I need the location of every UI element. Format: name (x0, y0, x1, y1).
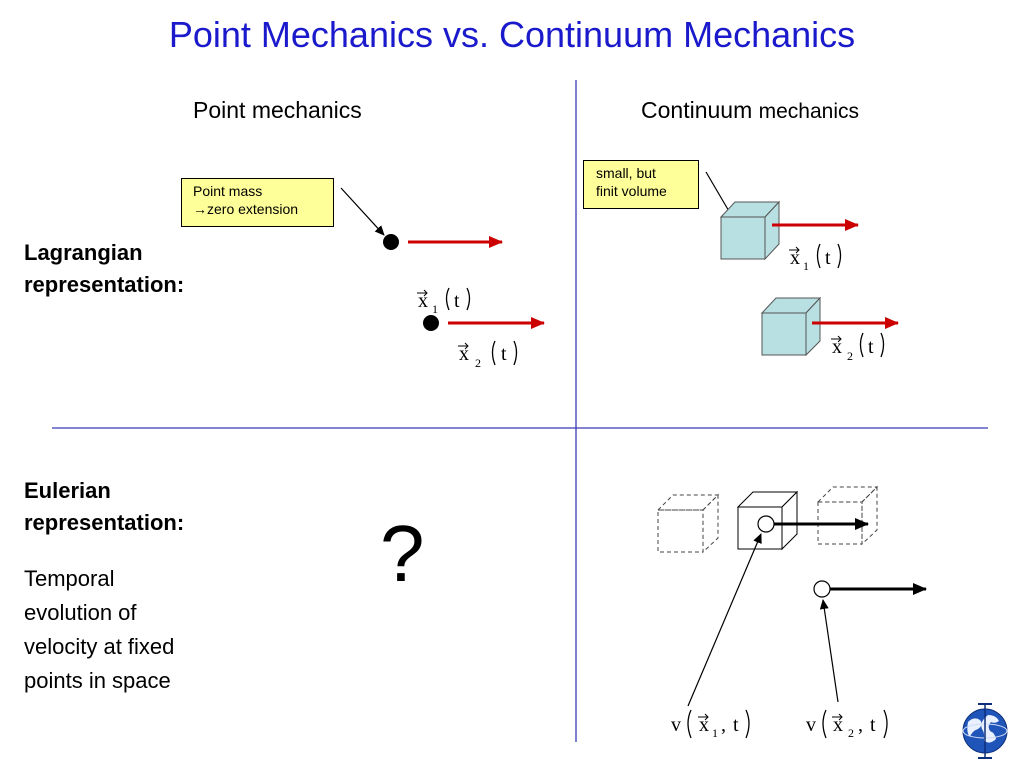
math-var: x (418, 290, 428, 312)
math-var: x (790, 247, 800, 269)
math-comma: , (858, 714, 863, 736)
heading-main: Continuum (641, 97, 759, 123)
math-var: t (868, 336, 874, 358)
math-var: x (459, 343, 469, 365)
desc-line: evolution of (24, 600, 137, 625)
note-line: →zero extension (193, 201, 299, 217)
vector-arrow-icon (831, 335, 842, 343)
math-var: v (671, 714, 681, 736)
math-subscript: 2 (475, 356, 481, 370)
note-line: small, but (596, 165, 656, 181)
math-x1-t-left: x 1 t (417, 287, 471, 316)
math-subscript: 1 (712, 726, 718, 740)
note-pointer-arrow (340, 187, 385, 236)
math-var: t (733, 714, 739, 736)
globe-logo-icon (962, 703, 1008, 759)
math-subscript: 1 (432, 302, 438, 316)
volume-cube-2 (760, 296, 822, 357)
math-var: x (832, 336, 842, 358)
eulerian-description: Temporal evolution of velocity at fixed … (24, 562, 174, 698)
math-v-x1-t: v x 1 , t (671, 709, 750, 740)
math-var: t (870, 714, 876, 736)
note-small-volume: small, but finit volume (583, 160, 699, 209)
math-x2-t-right: x 2 t (831, 332, 885, 363)
label-line: Eulerian (24, 478, 111, 503)
question-mark: ? (380, 509, 425, 598)
note-point-mass: Point mass →zero extension (181, 178, 334, 227)
note-line: Point mass (193, 183, 263, 199)
point-mass-1 (383, 234, 399, 250)
math-var: t (825, 247, 831, 269)
volume-cube-1 (719, 200, 781, 261)
math-subscript: 2 (847, 349, 853, 363)
fixed-point-2 (813, 580, 831, 598)
vector-arrow-icon (789, 246, 800, 254)
desc-line: points in space (24, 668, 171, 693)
dashed-cube-left (656, 493, 720, 554)
math-x2-t-left: x 2 t (458, 340, 518, 370)
math-subscript: 2 (848, 726, 854, 740)
math-var: x (699, 714, 709, 736)
row-label-eulerian: Eulerian representation: (24, 475, 184, 539)
desc-line: velocity at fixed (24, 634, 175, 659)
slide-title: Point Mechanics vs. Continuum Mechanics (168, 14, 856, 55)
label-line: representation: (24, 510, 185, 535)
math-var: v (806, 714, 816, 736)
point-mass-2 (423, 315, 439, 331)
vector-arrow-icon (458, 342, 469, 350)
column-heading-continuum-mechanics: Continuum mechanics (641, 97, 859, 124)
label-line: representation: (24, 272, 185, 297)
math-var: t (501, 343, 507, 365)
vector-arrow-icon (417, 289, 428, 297)
math-v-x2-t: v x 2 , t (806, 709, 888, 740)
math-var: x (833, 714, 843, 736)
row-label-lagrangian: Lagrangian representation: (24, 237, 184, 301)
desc-line: Temporal (24, 566, 115, 591)
vector-arrow-icon (832, 713, 843, 721)
label-pointer-2 (819, 599, 839, 703)
vector-arrow-icon (698, 713, 709, 721)
heading-small: mechanics (758, 100, 860, 123)
label-line: Lagrangian (24, 240, 143, 265)
note-line: finit volume (596, 183, 667, 199)
math-var: t (454, 290, 460, 312)
math-x1-t-right: x 1 t (789, 243, 842, 273)
fixed-point-1 (757, 515, 775, 533)
math-subscript: 1 (803, 259, 809, 273)
column-heading-point-mechanics: Point mechanics (193, 97, 362, 123)
math-comma: , (721, 714, 726, 736)
label-pointer-1 (687, 533, 762, 707)
dashed-cube-right (816, 485, 879, 546)
